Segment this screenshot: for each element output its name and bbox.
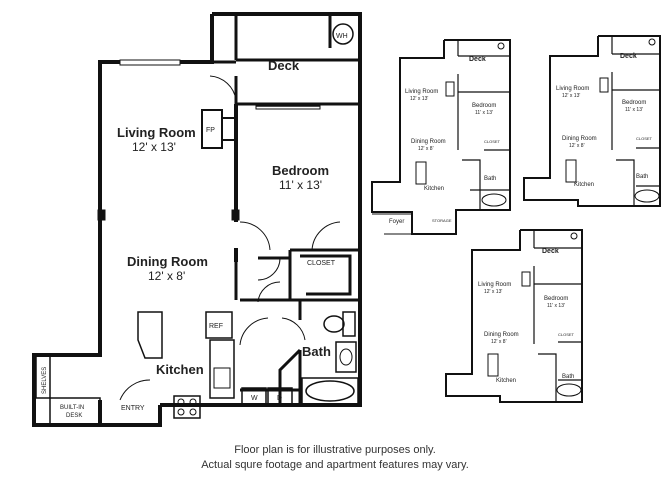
bathtub-basin bbox=[305, 380, 355, 402]
bath-walls bbox=[240, 348, 302, 405]
disclaimer-line-2: Actual squre footage and apartment featu… bbox=[201, 459, 469, 471]
refrigerator-label: REF bbox=[209, 323, 223, 330]
variant-a-storage: STORAGE bbox=[432, 218, 452, 223]
variant-c-deck: Deck bbox=[542, 248, 559, 255]
kitchen-label: Kitchen bbox=[156, 362, 204, 377]
kitchen-counter bbox=[209, 339, 235, 399]
kitchen-sink bbox=[213, 367, 231, 389]
bath-door-arc bbox=[281, 317, 306, 341]
bedroom-dimensions: 11' x 13' bbox=[279, 178, 322, 192]
variant-c-closet: CLOSET bbox=[558, 332, 575, 337]
variant-b-bath: Bath bbox=[636, 174, 648, 180]
variant-c-bath: Bath bbox=[562, 374, 574, 380]
variant-b-living: Living Room bbox=[556, 86, 589, 92]
variant-b-closet: CLOSET bbox=[636, 136, 653, 141]
deck-door-arc bbox=[209, 75, 237, 101]
variant-b-living-dim: 12' x 13' bbox=[562, 93, 580, 99]
variant-plan-b: Deck Living Room 12' x 13' Bedroom 11' x… bbox=[523, 35, 661, 207]
builtin-desk bbox=[49, 397, 101, 425]
toilet-bowl bbox=[323, 315, 345, 333]
variant-a-living: Living Room bbox=[405, 89, 438, 95]
variant-c-living-dim: 12' x 13' bbox=[484, 289, 502, 295]
variant-a-bedroom: Bedroom bbox=[472, 103, 496, 109]
variant-c-dining-dim: 12' x 8' bbox=[491, 339, 507, 345]
variant-c-kitchen: Kitchen bbox=[496, 378, 516, 384]
bedroom-label: Bedroom bbox=[272, 163, 329, 178]
disclaimer-line-1: Floor plan is for illustrative purposes … bbox=[234, 444, 436, 456]
hall-walls bbox=[234, 256, 302, 405]
water-heater-label: WH bbox=[336, 33, 348, 40]
variant-c-living: Living Room bbox=[478, 282, 511, 288]
fireplace-label: FP bbox=[206, 127, 215, 134]
variant-c-bedroom-dim: 11' x 13' bbox=[547, 303, 565, 309]
refrigerator bbox=[205, 311, 233, 339]
dining-room-label: Dining Room bbox=[127, 254, 208, 269]
bath-sink bbox=[335, 341, 357, 373]
variant-a-dining-dim: 12' x 8' bbox=[418, 146, 434, 152]
deck-walls bbox=[212, 14, 360, 106]
variant-a-deck: Deck bbox=[469, 56, 486, 63]
variant-plan-a: Deck Living Room 12' x 13' Bedroom 11' x… bbox=[371, 39, 511, 235]
water-heater bbox=[332, 23, 354, 45]
living-room-label: Living Room bbox=[117, 125, 196, 140]
closet-walls bbox=[288, 248, 360, 302]
variant-b-bedroom: Bedroom bbox=[622, 100, 646, 106]
main-floor-plan bbox=[32, 12, 362, 427]
wall-post bbox=[97, 209, 106, 221]
closet-door-arc bbox=[311, 221, 341, 251]
entry-label: ENTRY bbox=[121, 405, 145, 412]
variant-c-dining: Dining Room bbox=[484, 332, 519, 338]
dryer bbox=[267, 387, 293, 405]
washer bbox=[241, 387, 267, 405]
variant-a-closet: CLOSET bbox=[484, 139, 501, 144]
variant-a-bedroom-dim: 11' x 13' bbox=[475, 110, 493, 116]
variant-a-living-dim: 12' x 13' bbox=[410, 96, 428, 102]
washer-label: W bbox=[251, 395, 258, 402]
variant-b-dining: Dining Room bbox=[562, 136, 597, 142]
deck-label: Deck bbox=[268, 58, 300, 73]
variant-a-bath: Bath bbox=[484, 176, 496, 182]
builtin-desk-label-2: DESK bbox=[66, 413, 82, 419]
living-window bbox=[119, 59, 181, 66]
variant-a-kitchen: Kitchen bbox=[424, 186, 444, 192]
builtin-desk-label: BUILT-IN bbox=[60, 405, 84, 411]
living-room-dimensions: 12' x 13' bbox=[132, 140, 176, 154]
closet-label: CLOSET bbox=[307, 260, 336, 267]
toilet-tank bbox=[342, 311, 356, 337]
variant-b-kitchen: Kitchen bbox=[574, 182, 594, 188]
sliding-door-frame bbox=[255, 102, 321, 110]
wall-post bbox=[231, 209, 240, 221]
bath-label: Bath bbox=[302, 344, 331, 359]
bedroom-door-arc bbox=[239, 221, 271, 251]
variant-c-bedroom: Bedroom bbox=[544, 296, 568, 302]
bathtub bbox=[301, 377, 359, 405]
dining-room-dimensions: 12' x 8' bbox=[148, 269, 185, 283]
shelves-label: SHELVES bbox=[42, 367, 48, 394]
variant-a-foyer: Foyer bbox=[389, 219, 404, 225]
shelves bbox=[35, 355, 51, 399]
dryer-label: D bbox=[277, 395, 282, 402]
variant-b-bedroom-dim: 11' x 13' bbox=[625, 107, 643, 113]
variant-b-dining-dim: 12' x 8' bbox=[569, 143, 585, 149]
entry-door-arc bbox=[119, 379, 151, 401]
variant-b-deck: Deck bbox=[620, 53, 637, 60]
small-door-arc bbox=[257, 281, 281, 303]
variant-plan-c: Deck Living Room 12' x 13' Bedroom 11' x… bbox=[445, 229, 583, 403]
bath-door-arc bbox=[239, 317, 269, 346]
stove bbox=[173, 395, 201, 419]
kitchen-island bbox=[137, 311, 163, 359]
variant-a-dining: Dining Room bbox=[411, 139, 446, 145]
small-door-arc bbox=[257, 257, 281, 281]
bath-sink-basin bbox=[339, 348, 353, 366]
